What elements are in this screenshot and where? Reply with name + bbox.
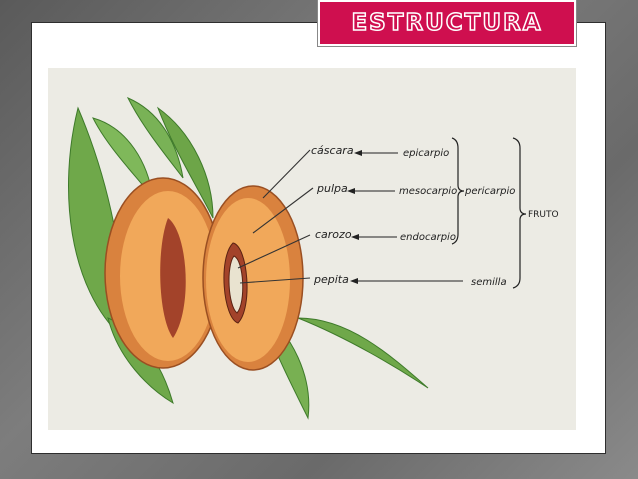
pericarpio-bracket xyxy=(451,137,465,245)
peach-right-half xyxy=(202,185,304,371)
label-epicarpio: epicarpio xyxy=(403,148,449,159)
label-semilla: semilla xyxy=(471,277,507,288)
leaf-top-middle xyxy=(156,106,214,219)
pit-cavity xyxy=(160,218,186,338)
slide-title: ESTRUCTURA xyxy=(351,9,543,37)
label-pericarpio: pericarpio xyxy=(464,186,515,197)
label-pulpa: pulpa xyxy=(316,182,348,195)
label-endocarpio: endocarpio xyxy=(400,232,456,243)
fruto-bracket xyxy=(512,137,527,289)
arrow-heads xyxy=(347,150,362,284)
title-box: ESTRUCTURA xyxy=(317,0,577,47)
label-carozo: carozo xyxy=(315,228,352,241)
peach-structure-figure: cáscara pulpa carozo pepita epicarpio me… xyxy=(48,68,576,430)
peach-left-half xyxy=(104,177,222,369)
label-cascara: cáscara xyxy=(311,144,354,157)
leaf-top xyxy=(126,97,184,179)
seed xyxy=(228,255,244,314)
label-mesocarpio: mesocarpio xyxy=(399,186,457,197)
label-fruto: FRUTO xyxy=(528,210,559,220)
arrows xyxy=(351,152,463,282)
leaf-bottom-right xyxy=(297,317,429,389)
label-pepita: pepita xyxy=(313,273,349,286)
pointer-lines xyxy=(237,149,314,284)
peach-diagram: cáscara pulpa carozo pepita epicarpio me… xyxy=(68,97,559,420)
